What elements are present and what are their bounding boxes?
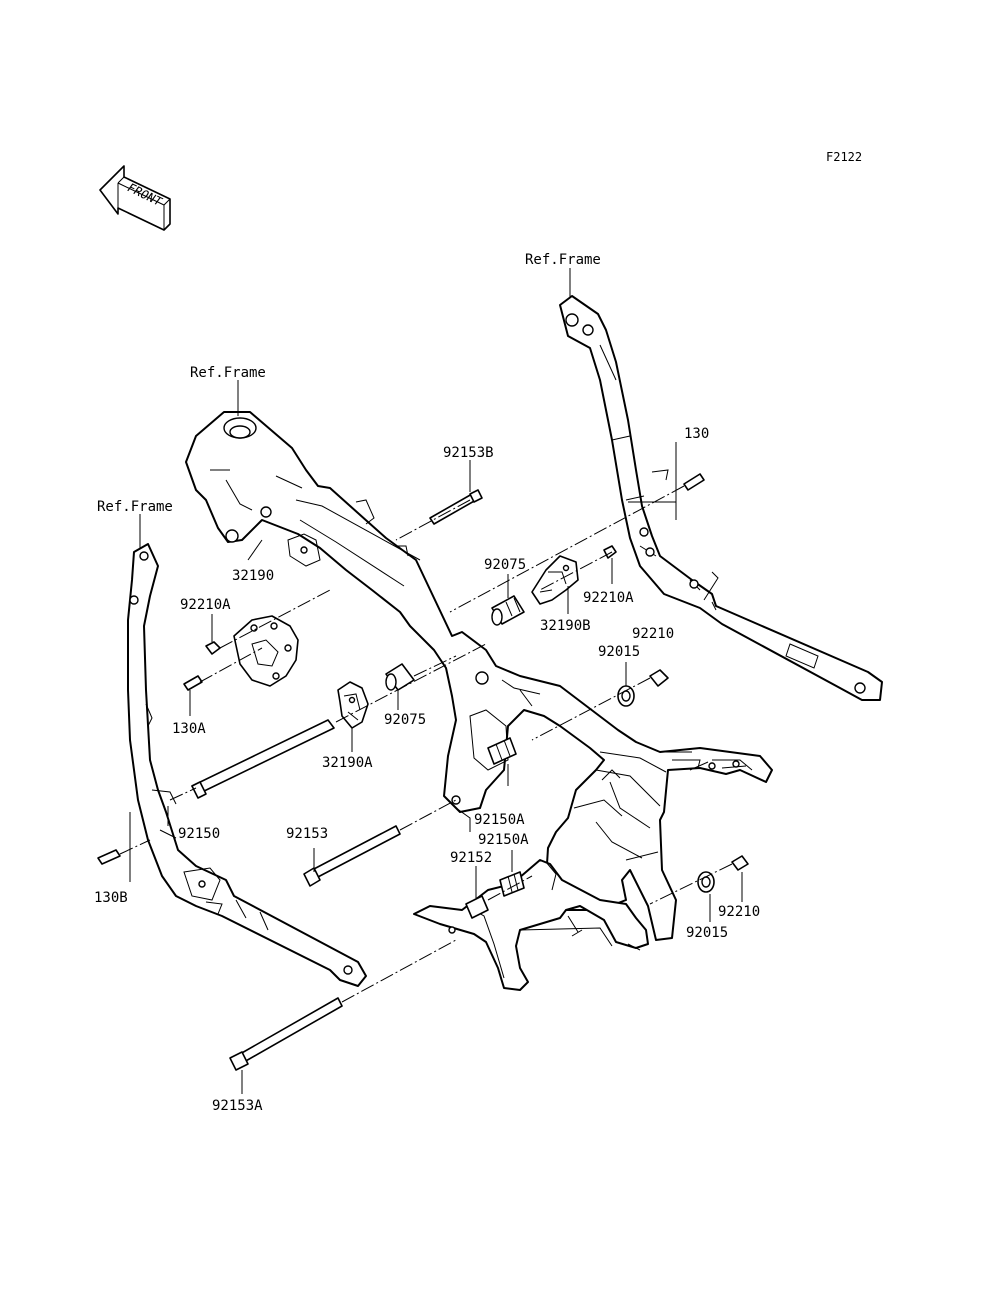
label-92150A-lower: 92150A <box>478 832 529 848</box>
front-arrow-icon: FRONT <box>99 165 171 231</box>
left-frame-rail <box>127 543 367 987</box>
bolt-130B <box>97 849 121 865</box>
bolt-92153 <box>303 825 401 887</box>
label-92210A-left: 92210A <box>180 597 231 613</box>
assembly-axes <box>119 485 733 1003</box>
label-92153: 92153 <box>286 826 328 842</box>
bracket-32190B <box>531 555 579 605</box>
label-92210A-right: 92210A <box>583 590 634 606</box>
label-92015-upper: 92015 <box>598 644 640 660</box>
nut-92210-upper <box>649 669 669 687</box>
bracket-32190 <box>233 615 299 687</box>
bracket-32190A <box>337 681 369 729</box>
collar-92150A-upper <box>487 737 517 765</box>
label-32190A: 32190A <box>322 755 373 771</box>
diagram-code: F2122 <box>826 150 862 164</box>
collar-92150A-lower <box>499 871 525 897</box>
label-ref-frame-top: Ref.Frame <box>525 252 601 268</box>
nut-92210-lower <box>731 855 749 871</box>
bolt-130A <box>183 675 203 691</box>
label-92075-lower: 92075 <box>384 712 426 728</box>
label-92210-upper: 92210 <box>632 626 674 642</box>
bolt-92153B <box>429 489 483 525</box>
label-92153B: 92153B <box>443 445 494 461</box>
bushing-92075-upper <box>491 595 525 626</box>
label-92015-lower: 92015 <box>686 925 728 941</box>
nut-92210A-left <box>205 641 221 655</box>
label-32190B: 32190B <box>540 618 591 634</box>
label-92075-upper: 92075 <box>484 557 526 573</box>
label-92150: 92150 <box>178 826 220 842</box>
leader-lines <box>129 268 743 1094</box>
label-ref-frame-left: Ref.Frame <box>97 499 173 515</box>
label-92153A: 92153A <box>212 1098 263 1114</box>
label-ref-frame-middle: Ref.Frame <box>190 365 266 381</box>
label-32190: 32190 <box>232 568 274 584</box>
spacer-92152 <box>465 895 489 919</box>
rod-92150 <box>191 719 335 799</box>
label-92210-lower: 92210 <box>718 904 760 920</box>
label-130B: 130B <box>94 890 128 906</box>
bolt-92153A <box>229 997 343 1071</box>
bolt-130 <box>683 473 705 491</box>
label-130: 130 <box>684 426 709 442</box>
nut-92210A-right <box>603 545 617 559</box>
label-92152: 92152 <box>450 850 492 866</box>
label-130A: 130A <box>172 721 206 737</box>
bushing-92075-lower <box>385 663 415 691</box>
washer-92015-upper <box>617 685 635 707</box>
lower-engine-cradle <box>413 859 649 991</box>
washer-92015-lower <box>697 871 715 893</box>
label-92150A-upper: 92150A <box>474 812 525 828</box>
right-frame-rail <box>559 295 883 701</box>
